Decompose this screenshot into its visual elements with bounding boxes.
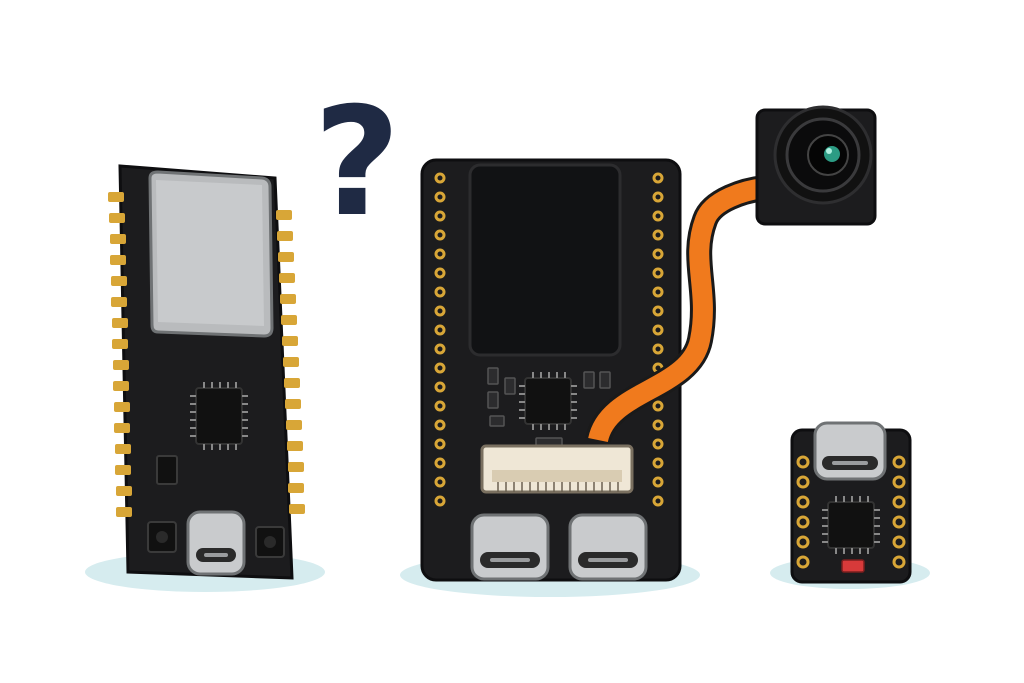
middle-board-usb-c-port-right-icon [568,513,648,581]
left-board-button-left-icon [147,521,177,553]
left-board-small-component [156,455,178,485]
small-board [790,421,912,584]
question-mark: ? [313,76,400,250]
left-board-usb-c-port-icon [186,510,246,576]
small-board-holes [796,455,906,569]
small-board-led-icon [841,559,865,573]
left-board-pads-left [108,192,132,517]
left-board-button-right-icon [255,526,285,558]
flex-connector-icon [480,444,634,494]
left-board-pads-right [276,210,305,514]
middle-board [420,158,682,582]
middle-board-usb-c-port-left-icon [470,513,550,581]
middle-board-chip-icon [519,372,577,430]
left-board [108,164,305,580]
left-board-chip-icon [190,382,248,450]
small-board-usb-c-port-icon [813,421,887,481]
flex-cable [585,175,767,444]
middle-board-module-chip-icon [468,163,622,357]
small-board-chip-icon [822,496,880,554]
middle-board-holes-left [434,172,446,507]
camera-icon [755,105,877,226]
